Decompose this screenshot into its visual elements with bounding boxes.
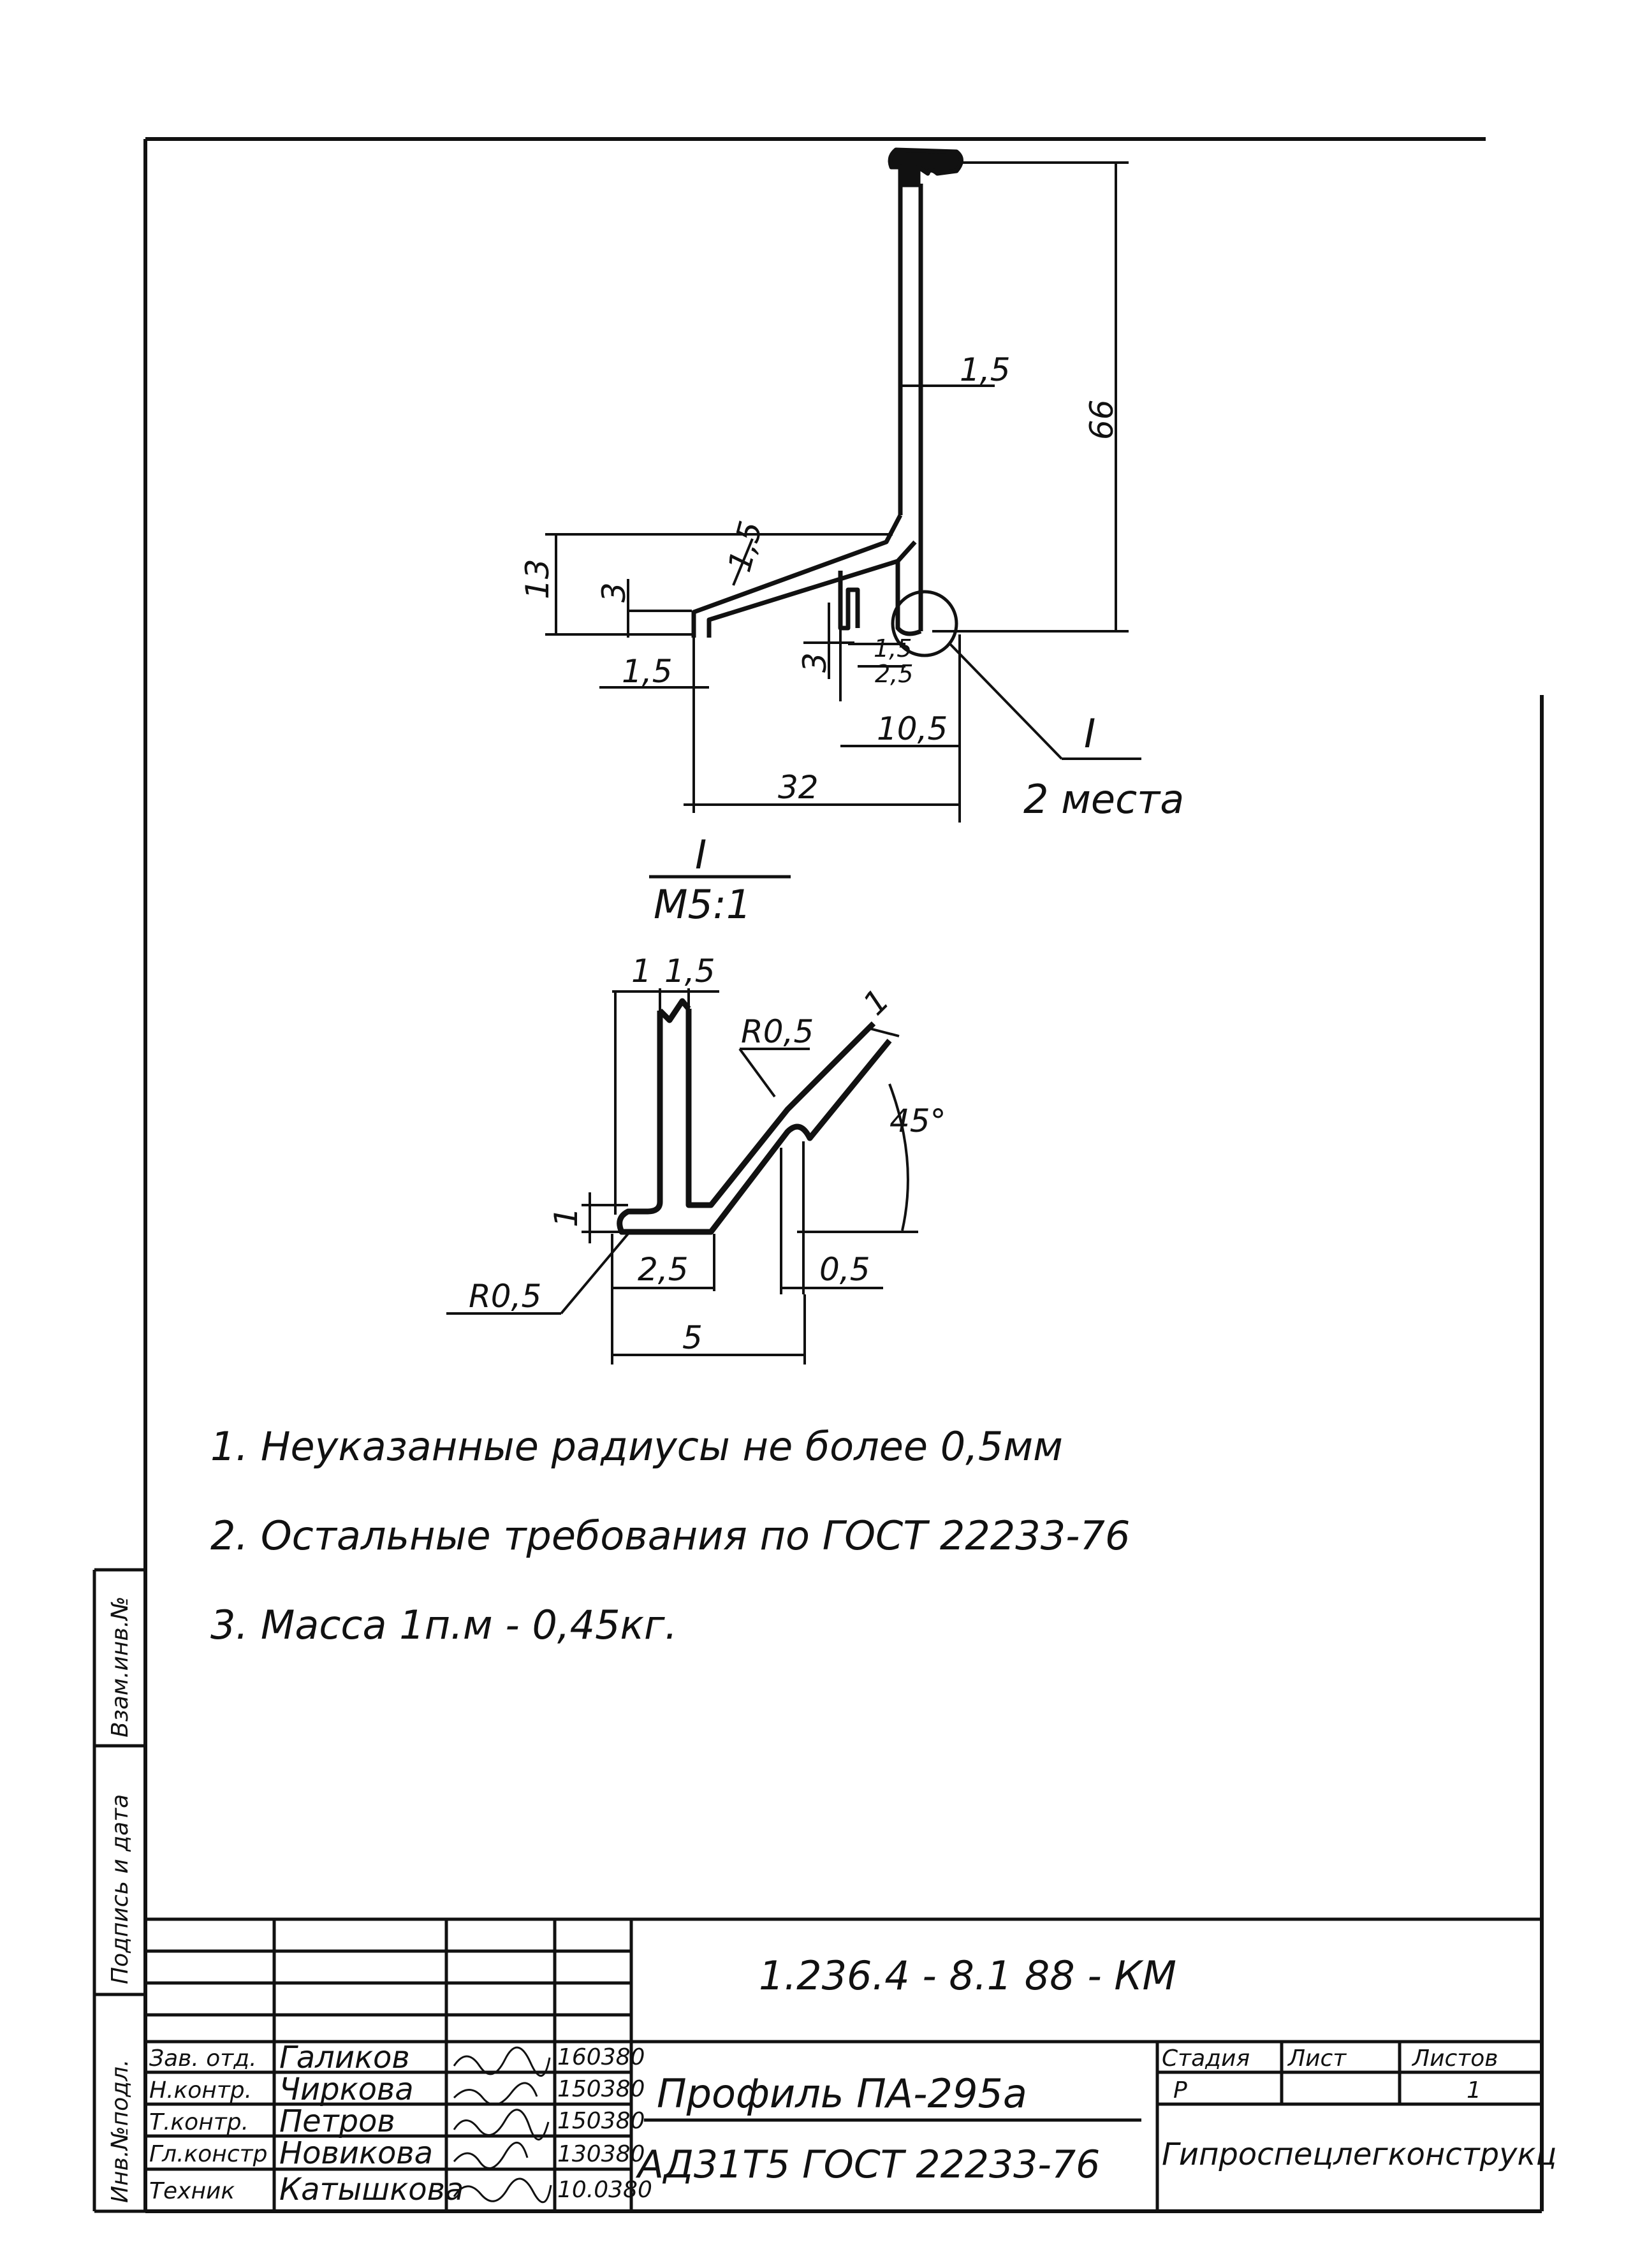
detail-scale: М5:1 — [654, 881, 751, 928]
main-dimension-lines — [545, 161, 1129, 823]
row-name: Петров — [279, 2103, 395, 2139]
detail-dim-top-a: 1 — [631, 953, 652, 990]
organization: Гипроспецлегконструкц — [1162, 2137, 1556, 2172]
row-role: Гл.констр — [149, 2141, 267, 2167]
detail-profile — [617, 998, 892, 1235]
row-date: 160380 — [557, 2044, 645, 2070]
dim-width-32: 32 — [778, 769, 819, 806]
detail-dim-top-b: 1,5 — [664, 953, 715, 990]
dim-groove-offset: 10,5 — [877, 710, 948, 747]
dim-flange-thickness: 1,5 — [721, 517, 770, 576]
title-line-1: Профиль ПА-295а — [657, 2070, 1027, 2117]
side-inv-sub: Инв.№подл. — [107, 2059, 133, 2203]
detail-radius-top: R0,5 — [741, 1013, 814, 1050]
callout-label: I — [1084, 710, 1095, 757]
dim-height-66: 66 — [1083, 399, 1120, 440]
dim-groove-a: 1,5 — [874, 634, 912, 662]
row-name: Чиркова — [279, 2072, 414, 2107]
detail-inner-width: 2,5 — [638, 1251, 689, 1288]
dim-flange-height-13: 13 — [519, 559, 556, 599]
row-date: 150380 — [557, 2076, 645, 2102]
note-1: 1. Неуказанные радиусы не более 0,5мм — [210, 1423, 1063, 1470]
title-line-2: АД31Т5 ГОСТ 22233-76 — [635, 2142, 1100, 2187]
dim-wall-thickness: 1,5 — [960, 351, 1011, 388]
detail-overall-width: 5 — [682, 1319, 703, 1356]
row-role: Техник — [149, 2178, 235, 2204]
side-stamp — [92, 1568, 145, 2213]
row-name: Новикова — [279, 2135, 433, 2171]
detail-radius-bottom: R0,5 — [469, 1278, 541, 1315]
detail-callout-circle — [891, 590, 958, 657]
note-3: 3. Масса 1п.м - 0,45кг. — [210, 1602, 677, 1648]
detail-header-label: I — [695, 831, 707, 878]
stage-value: Р — [1173, 2077, 1187, 2103]
row-date: 130380 — [557, 2141, 645, 2167]
row-date: 150380 — [557, 2108, 645, 2134]
callout-places: 2 места — [1023, 776, 1184, 823]
sheets-header: Листов — [1411, 2045, 1498, 2072]
detail-break-line — [867, 1027, 900, 1037]
row-date: 10.0380 — [557, 2177, 652, 2203]
sheet-frame — [143, 137, 1544, 2213]
dim-groove-b: 2,5 — [875, 660, 913, 688]
row-role: Т.контр. — [149, 2109, 249, 2135]
callout-leader — [948, 641, 1063, 760]
side-sign-date: Подпись и дата — [107, 1794, 133, 1984]
signature-scribbles — [453, 2046, 552, 2204]
dim-lip-height-3: 3 — [596, 582, 633, 603]
dim-left-wall: 1,5 — [622, 653, 673, 690]
row-name: Катышкова — [279, 2172, 464, 2207]
detail-arm-width: 1 — [856, 982, 897, 1023]
signature-rows: Зав. отд. Галиков 160380 Н.контр. Чирков… — [149, 2040, 652, 2207]
detail-dimension-lines — [446, 988, 918, 1364]
note-2: 2. Остальные требования по ГОСТ 22233-76 — [210, 1512, 1130, 1559]
detail-base-height: 1 — [548, 1207, 585, 1227]
row-role: Н.контр. — [149, 2077, 252, 2103]
detail-angle: 45° — [890, 1102, 946, 1139]
dim-groove-depth-3: 3 — [796, 652, 833, 673]
title-block-grid — [145, 1917, 1542, 2211]
main-profile — [691, 147, 963, 638]
sheet-header: Лист — [1287, 2045, 1347, 2072]
detail-gap: 0,5 — [819, 1251, 870, 1288]
doc-code: 1.236.4 - 8.1 88 - КМ — [759, 1952, 1176, 1999]
stage-header: Стадия — [1162, 2045, 1250, 2072]
sheets-value: 1 — [1467, 2077, 1481, 2103]
row-name: Галиков — [279, 2040, 410, 2075]
row-role: Зав. отд. — [149, 2045, 257, 2072]
side-interchange: Взам.инв.№ — [107, 1596, 133, 1738]
